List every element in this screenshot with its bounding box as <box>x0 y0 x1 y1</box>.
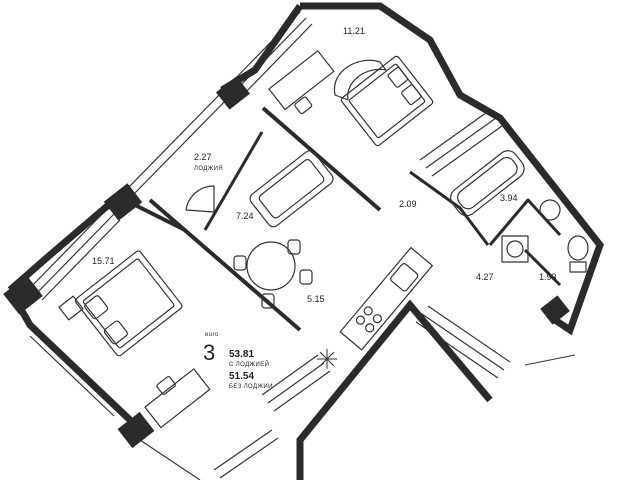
partition-wall <box>203 131 264 231</box>
partition-wall <box>488 198 562 246</box>
partition-wall <box>409 170 490 246</box>
desk <box>268 50 335 115</box>
wardrobe <box>213 429 279 479</box>
column <box>117 411 155 449</box>
bathtub <box>450 150 525 217</box>
room-area-wc: 1.93 <box>539 272 557 282</box>
door-swing <box>185 185 215 213</box>
room-area-living: 7.24 <box>236 211 254 221</box>
sink <box>539 199 561 221</box>
column <box>103 183 143 221</box>
window <box>139 439 201 480</box>
wardrobe <box>419 109 503 177</box>
summary-rooms-count: 3 <box>203 340 216 365</box>
armchair <box>333 59 387 101</box>
room-area-corridor: 2.09 <box>399 199 417 209</box>
partition-wall <box>261 106 382 212</box>
dining-table <box>246 241 296 291</box>
washing-machine <box>501 235 529 263</box>
room-area-bedroom-top: 11.21 <box>343 26 365 36</box>
summary-area-with-loggia: 53.81 <box>229 349 255 360</box>
summary-tag: euro <box>205 332 219 338</box>
partition-wall <box>523 248 562 287</box>
desk <box>144 368 211 429</box>
column <box>3 275 43 315</box>
bed <box>74 250 183 357</box>
room-caption-loggia: ЛОДЖИЯ <box>194 166 224 172</box>
column <box>215 76 251 110</box>
partition-wall <box>134 203 186 232</box>
exterior-wall <box>6 288 146 442</box>
summary-with-loggia-caption: С ЛОДЖИЕЙ <box>229 362 270 368</box>
window <box>231 11 313 95</box>
bed <box>340 55 434 147</box>
wardrobe <box>261 354 331 412</box>
window <box>125 91 229 197</box>
room-area-bedroom-left: 15.71 <box>92 256 115 266</box>
exterior-wall <box>300 2 604 336</box>
exterior-wall <box>296 299 493 480</box>
summary-without-loggia-caption: БЕЗ ЛОДЖИИ <box>229 384 273 390</box>
window <box>29 329 121 417</box>
entrance-line <box>524 354 576 366</box>
room-area-hall: 4.27 <box>476 272 494 282</box>
partition-wall <box>148 198 302 332</box>
toilet <box>567 235 589 273</box>
room-area-kitchen: 5.15 <box>307 294 325 304</box>
room-area-loggia: 2.27 <box>194 152 212 162</box>
window <box>29 207 121 301</box>
kitchen-counter <box>339 247 433 351</box>
room-area-bath: 3.94 <box>500 193 518 203</box>
sofa <box>249 150 334 228</box>
summary-area-without-loggia: 51.54 <box>229 371 255 382</box>
column <box>540 295 570 325</box>
vent <box>317 349 337 369</box>
